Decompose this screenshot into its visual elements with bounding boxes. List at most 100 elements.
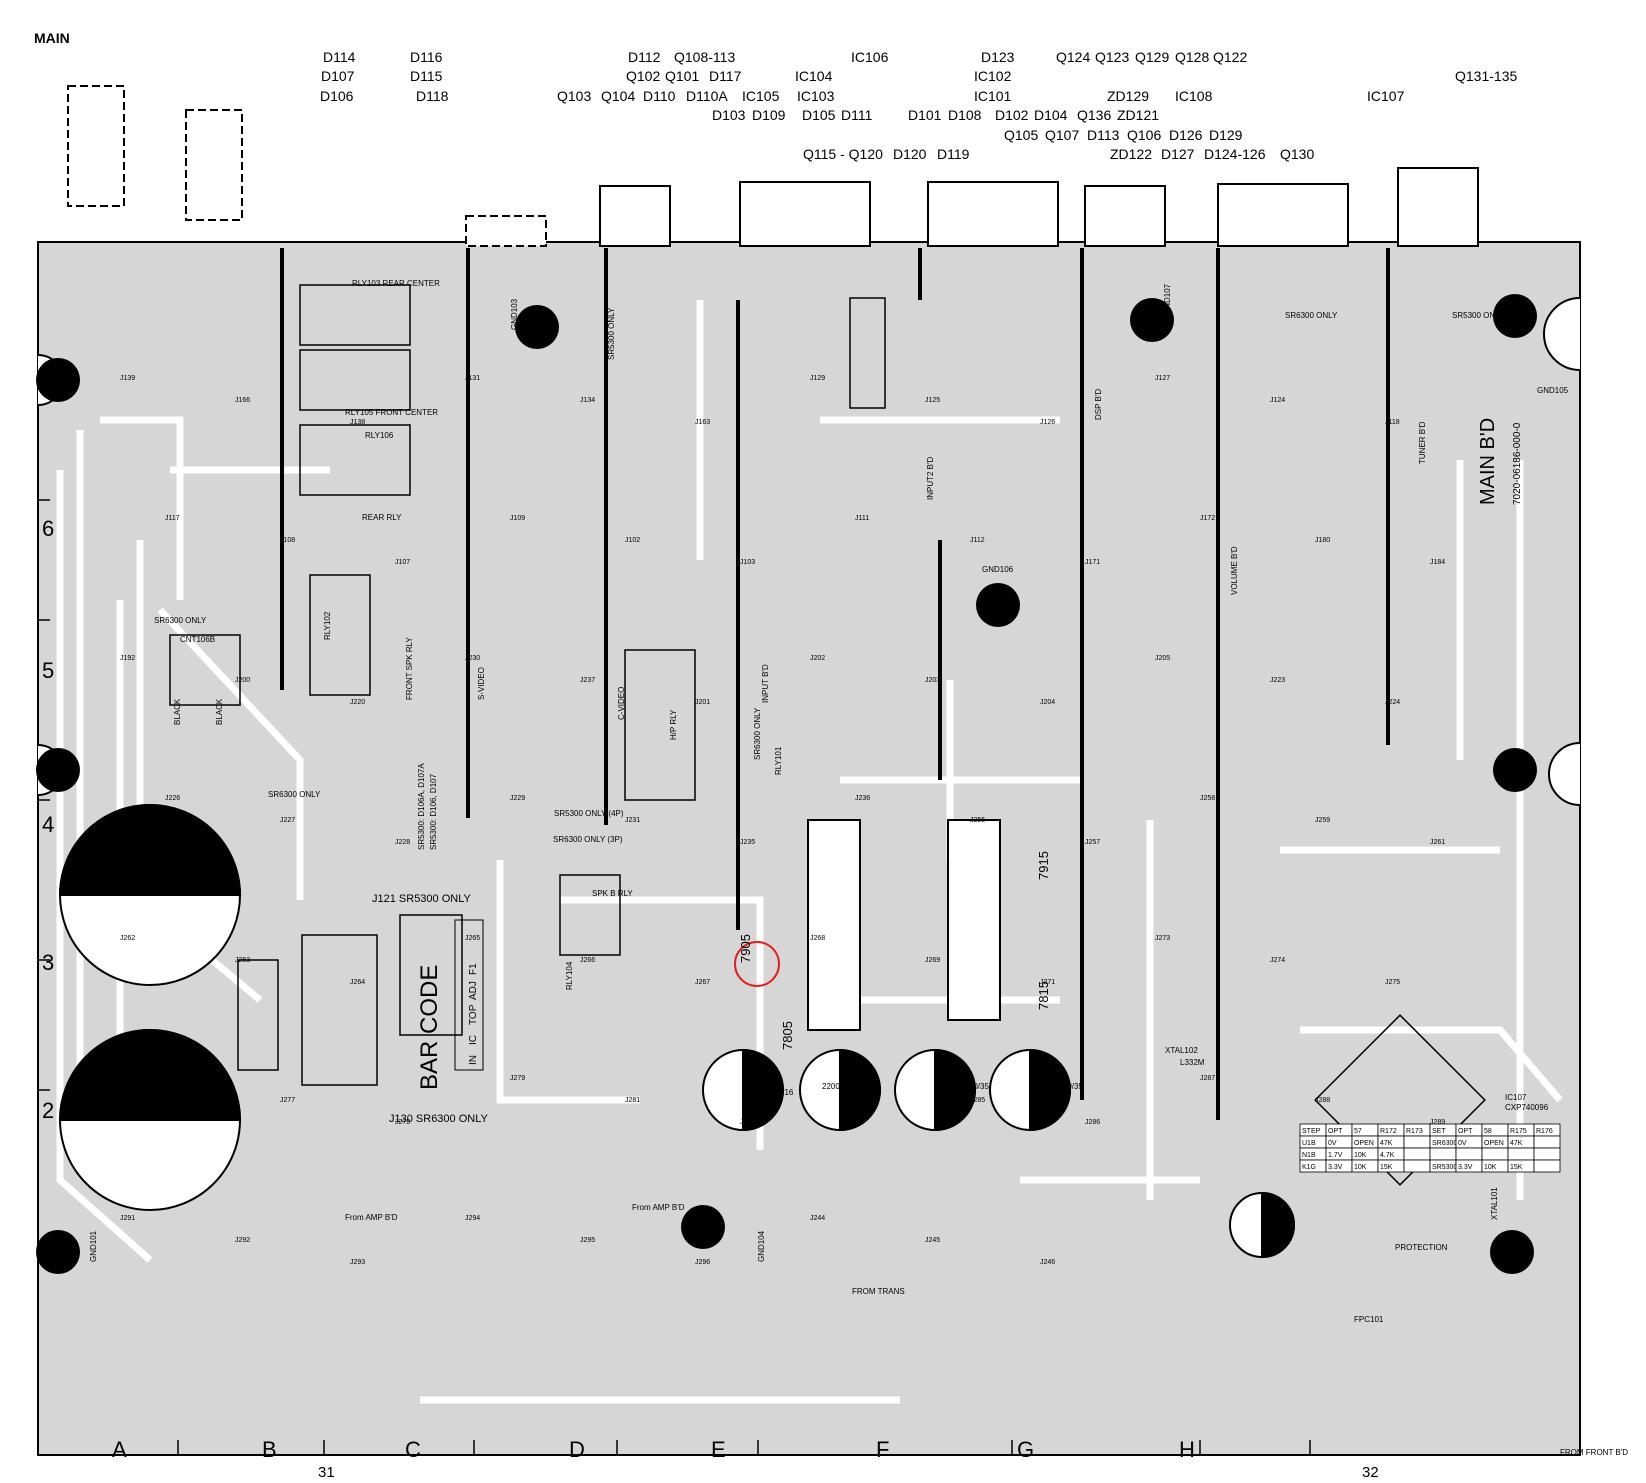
ref-label: IC104 bbox=[795, 68, 833, 84]
jumper-label: J294 bbox=[465, 1215, 480, 1222]
misc-label: SR5300: D106A, D107A bbox=[417, 763, 426, 850]
board-text: MAIN B'D 7020-06186-000-0 BAR CODE 7905 … bbox=[154, 279, 1628, 1457]
table-header: OPT bbox=[1328, 1128, 1343, 1135]
column-letter: F bbox=[876, 1437, 890, 1462]
ref-label: D105 bbox=[802, 107, 836, 123]
misc-label: GND105 bbox=[1537, 386, 1569, 395]
table-value: OPEN bbox=[1354, 1140, 1374, 1147]
ref-label: Q105 bbox=[1004, 127, 1039, 143]
jumper-label: J276 bbox=[165, 1075, 180, 1082]
ref-label: D108 bbox=[948, 107, 982, 123]
ref-label: ZD121 bbox=[1117, 107, 1160, 123]
misc-label: XTAL101 bbox=[1490, 1187, 1499, 1220]
table-cell bbox=[1533, 1159, 1561, 1173]
table-header: R176 bbox=[1536, 1128, 1553, 1135]
jumper-label: J244 bbox=[810, 1215, 825, 1222]
ref-label: ZD122 bbox=[1110, 146, 1153, 162]
jumper-label: J267 bbox=[695, 979, 710, 986]
ref-label: D101 bbox=[908, 107, 942, 123]
jumper-label: J184 bbox=[1430, 559, 1445, 566]
misc-label: GND106 bbox=[982, 565, 1014, 574]
ref-label: D109 bbox=[752, 107, 786, 123]
ref-label: Q131-135 bbox=[1455, 68, 1518, 84]
jumper-label: J275 bbox=[1385, 979, 1400, 986]
jumper-label: J273 bbox=[1155, 935, 1170, 942]
connector-strips bbox=[280, 248, 1390, 1120]
ref-label: D124-126 bbox=[1204, 146, 1266, 162]
jumper-label: J227 bbox=[280, 817, 295, 824]
jumper-label: J108 bbox=[280, 537, 295, 544]
column-letter: H bbox=[1179, 1437, 1195, 1462]
jumper-label: J262 bbox=[120, 935, 135, 942]
electrolytic-capacitor bbox=[702, 1048, 1295, 1259]
barcode-field: IC bbox=[468, 1035, 479, 1045]
jumper-label: J231 bbox=[625, 817, 640, 824]
highlight-circle bbox=[734, 941, 780, 987]
table-header: STEP bbox=[1302, 1128, 1321, 1135]
jumper-label: J131 bbox=[465, 375, 480, 382]
note-label: J130 SR6300 ONLY bbox=[389, 1113, 489, 1125]
jumper-label: J117 bbox=[165, 515, 180, 522]
jumper-label: J125 bbox=[925, 397, 940, 404]
cap-value: 2200/16 bbox=[822, 1082, 851, 1091]
table-value: 10K bbox=[1354, 1164, 1367, 1171]
table-cell bbox=[1403, 1147, 1431, 1161]
ref-label: Q130 bbox=[1280, 146, 1315, 162]
board-ref: DSP B'D bbox=[1094, 389, 1103, 420]
rca-jack bbox=[927, 181, 1059, 247]
misc-label: GND104 bbox=[757, 1230, 766, 1262]
ref-label: Q122 bbox=[1213, 49, 1248, 65]
ref-label: D102 bbox=[995, 107, 1029, 123]
ref-label: D118 bbox=[416, 88, 449, 104]
jumper-label: J107 bbox=[395, 559, 410, 566]
headphone-jack bbox=[185, 109, 243, 221]
board-notch bbox=[1543, 297, 1581, 371]
sr-note: SR6300 ONLY bbox=[753, 707, 762, 760]
misc-label: XTAL102 bbox=[1165, 1046, 1198, 1055]
ref-label: IC105 bbox=[742, 88, 780, 104]
jumper-label: J279 bbox=[510, 1075, 525, 1082]
ref-label: IC103 bbox=[797, 88, 835, 104]
ref-label: D107 bbox=[321, 68, 355, 84]
table-cell bbox=[1455, 1147, 1483, 1161]
jumper-label: J291 bbox=[120, 1215, 135, 1222]
ref-label: D106 bbox=[320, 88, 354, 104]
jack bbox=[465, 215, 547, 247]
note-label: From AMP B'D bbox=[345, 1213, 398, 1222]
relay-label: RLY102 bbox=[323, 611, 332, 640]
table-value: 3.3V bbox=[1458, 1164, 1473, 1171]
jumper-label: J220 bbox=[350, 699, 365, 706]
column-letter: G bbox=[1017, 1437, 1035, 1462]
rca-jack bbox=[1217, 183, 1349, 247]
jumper-label: J172 bbox=[1200, 515, 1215, 522]
table-value: SR6300 bbox=[1432, 1140, 1457, 1147]
jumper-label: J257 bbox=[1085, 839, 1100, 846]
misc-label: L332M bbox=[1180, 1058, 1205, 1067]
board-name: MAIN B'D bbox=[1477, 418, 1499, 505]
table-value: 47K bbox=[1510, 1140, 1523, 1147]
note-label: FROM TRANS bbox=[852, 1287, 905, 1296]
jumper-label: J292 bbox=[235, 1237, 250, 1244]
jumper-label: J271 bbox=[1040, 979, 1055, 986]
jumper-label: J124 bbox=[1270, 397, 1285, 404]
sr-note: SR6300 ONLY bbox=[154, 616, 207, 625]
jumper-label: J203 bbox=[925, 677, 940, 684]
jumper-label: J287 bbox=[1200, 1075, 1215, 1082]
jumper-label: J139 bbox=[120, 375, 135, 382]
jumper-label: J127 bbox=[1155, 375, 1170, 382]
jumper-label: J259 bbox=[1315, 817, 1330, 824]
ref-label: D103 bbox=[712, 107, 746, 123]
rca-jack bbox=[599, 185, 671, 247]
jumper-label: J202 bbox=[810, 655, 825, 662]
jumper-label: J284 bbox=[855, 1075, 870, 1082]
mounting-holes bbox=[36, 294, 1537, 1274]
ref-label: D111 bbox=[841, 107, 873, 123]
jumper-label: J171 bbox=[1085, 559, 1100, 566]
table-cell bbox=[1481, 1147, 1509, 1161]
jumper-label: J103 bbox=[740, 559, 755, 566]
jumper-label: J269 bbox=[925, 957, 940, 964]
barcode-field: IN bbox=[468, 1055, 479, 1065]
jumper-label: J111 bbox=[855, 515, 869, 522]
table-value: 10K bbox=[1354, 1152, 1367, 1159]
jumper-label: J166 bbox=[235, 397, 250, 404]
